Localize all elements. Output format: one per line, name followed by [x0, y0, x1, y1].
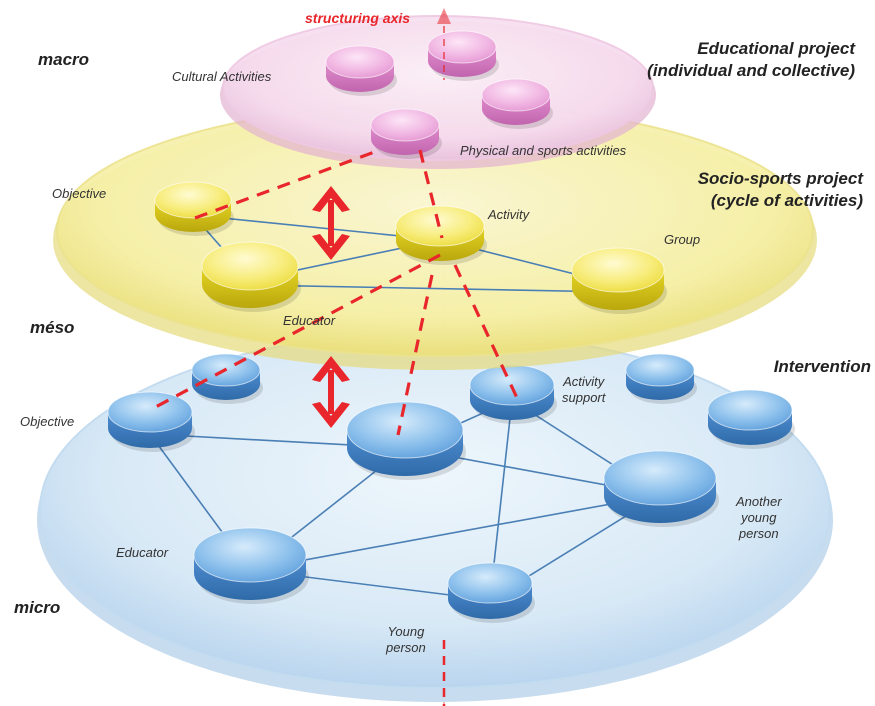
label-another-line1: Another	[736, 494, 782, 509]
label-another-young-person: Another young person	[736, 494, 782, 542]
title-sociosports: Socio-sports project (cycle of activitie…	[698, 168, 863, 212]
label-meso-group: Group	[664, 232, 701, 247]
node-macro-4	[370, 108, 442, 159]
title-educational-line1: Educational project	[697, 39, 855, 58]
micro-nodes	[107, 353, 795, 623]
label-young-line1: Young	[387, 624, 425, 639]
node-micro-activity-support	[469, 364, 557, 424]
node-macro-3	[481, 78, 553, 129]
title-educational: Educational project (individual and coll…	[647, 38, 855, 82]
node-macro-1	[325, 45, 397, 96]
title-sociosports-line1: Socio-sports project	[697, 169, 863, 188]
label-another-line3: person	[738, 526, 779, 541]
node-meso-group	[571, 247, 667, 314]
structuring-links	[149, 148, 520, 436]
label-activity-support: Activity support	[562, 374, 605, 406]
label-micro-objective: Objective	[20, 414, 75, 429]
label-meso-activity: Activity	[488, 207, 530, 222]
node-micro-right-top	[625, 353, 697, 404]
level-meso: méso	[30, 318, 75, 337]
axis-label: structuring axis	[305, 10, 411, 26]
label-young-line2: person	[386, 640, 426, 655]
level-macro: macro	[38, 50, 90, 69]
label-another-line2: young	[741, 510, 777, 525]
label-activity-support-line1: Activity	[563, 374, 605, 389]
structuring-axis	[437, 8, 451, 706]
label-activity-support-line2: support	[562, 390, 606, 405]
node-micro-objective	[107, 391, 195, 452]
label-young-person: Young person	[386, 624, 426, 656]
node-micro-right-mid	[707, 389, 795, 449]
double-arrow-upper-icon	[312, 186, 350, 260]
node-micro-another-young	[603, 450, 719, 527]
node-micro-young-person	[447, 562, 535, 623]
title-educational-line2: (individual and collective)	[647, 61, 855, 80]
node-macro-2	[427, 30, 499, 81]
double-arrows	[312, 186, 350, 428]
double-arrow-lower-icon	[312, 356, 350, 428]
macro-nodes	[325, 30, 553, 159]
label-cultural-activities: Cultural Activities	[172, 69, 272, 84]
node-micro-center	[346, 401, 466, 480]
label-meso-educator: Educator	[283, 313, 336, 328]
node-micro-small-left	[191, 353, 263, 404]
label-meso-objective: Objective	[52, 186, 107, 201]
label-physical-sports: Physical and sports activities	[460, 143, 627, 158]
title-sociosports-line2: (cycle of activities)	[710, 191, 863, 210]
level-micro: micro	[14, 598, 61, 617]
node-micro-educator	[193, 527, 309, 604]
micro-plate	[37, 331, 833, 702]
node-meso-educator	[201, 241, 301, 312]
meso-nodes	[154, 181, 667, 314]
axis-arrowhead-icon	[437, 8, 451, 24]
title-intervention: Intervention	[773, 357, 871, 376]
label-micro-educator: Educator	[116, 545, 169, 560]
